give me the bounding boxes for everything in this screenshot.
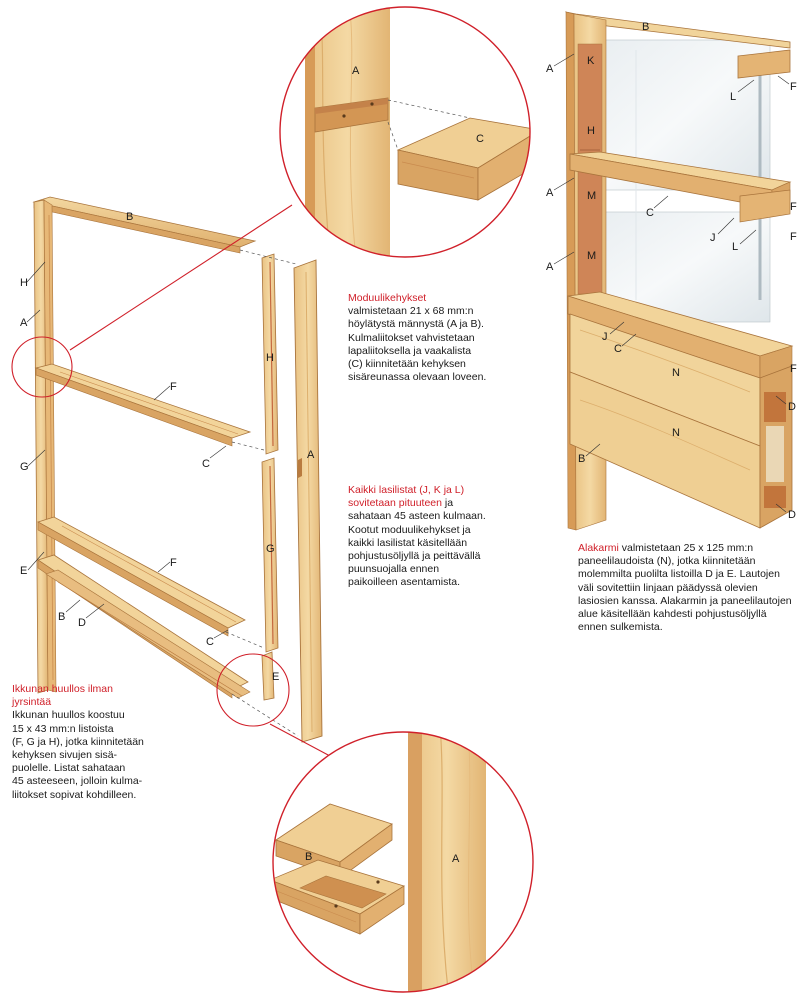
label-A-upper: A <box>546 63 554 75</box>
caption-lining-line: kehyksen sivujen sisä- <box>12 749 118 762</box>
magnifier-connectors <box>11 204 331 757</box>
detail-top-joint: A C <box>279 6 531 258</box>
detail-ring-lower <box>216 653 290 727</box>
caption-module-line: Kulmaliitokset vahvistetaan <box>348 331 475 344</box>
label-A-exploded: A <box>307 449 315 461</box>
label-L-lower: L <box>732 241 738 253</box>
label-A-lower: A <box>546 261 554 273</box>
label-D-upper: D <box>788 401 796 413</box>
label-H-main: H <box>20 277 28 289</box>
caption-glazing-heading: sovitetaan pituuteen <box>348 497 442 510</box>
caption-lining-heading: jyrsintää <box>12 696 52 709</box>
caption-lining-line: (F, G ja H), jotka kiinnitetään <box>12 735 144 748</box>
label-D-main: D <box>78 617 86 629</box>
label-G-main: G <box>20 461 29 473</box>
caption-glazing-beads: Kaikki lasilistat (J, K ja L) sovitetaan… <box>348 484 486 590</box>
label-H-window: H <box>587 125 595 137</box>
label-B-head: B <box>642 21 649 33</box>
label-A-mid: A <box>546 187 554 199</box>
label-K: K <box>587 55 595 67</box>
label-B-detail-bottom: B <box>305 851 312 863</box>
caption-lining-line: liitokset sopivat kohdilleen. <box>12 788 137 801</box>
detail-ring-upper <box>11 336 73 398</box>
caption-sill-line: väli sovitettiin linjaan päädyssä olevie… <box>578 581 758 594</box>
window-labels: B A K L F H A M C F J F L A M J C <box>546 21 797 521</box>
caption-glazing-line: Kootut moduulikehykset ja <box>348 523 471 536</box>
assembled-window-section: B A K L F H A M C F J F L A M J C <box>546 11 797 531</box>
caption-module-line: sisäreunassa olevaan loveen. <box>348 371 487 384</box>
label-C-sill: C <box>614 343 622 355</box>
label-B-top: B <box>126 211 133 223</box>
caption-module-line: valmistetaan 21 x 68 mm:n <box>348 305 474 318</box>
module-frame-exploded: B H A F C G F E B D C H G E A <box>20 196 323 743</box>
label-F-mid-window: F <box>790 201 797 213</box>
label-F-upper-window: F <box>790 81 797 93</box>
caption-lining-heading: Ikkunan huullos ilman <box>12 683 113 695</box>
caption-sill-line: lasiosien kanssa. Alakarmin ja paneelila… <box>578 594 792 607</box>
label-N-lower: N <box>672 427 680 439</box>
caption-window-lining: Ikkunan huullos ilman jyrsintää Ikkunan … <box>12 683 144 802</box>
label-J-mid: J <box>710 232 716 244</box>
label-A-main: A <box>20 317 28 329</box>
label-F-upper: F <box>170 381 177 393</box>
label-C-detail-top: C <box>476 133 484 145</box>
caption-module-frames: Moduulikehykset valmistetaan 21 x 68 mm:… <box>348 292 486 384</box>
label-M-lower: M <box>587 250 596 262</box>
label-M-upper: M <box>587 190 596 202</box>
label-C-mid: C <box>202 458 210 470</box>
label-F-lower: F <box>170 557 177 569</box>
caption-sill-line: alue käsitellään kahdesti pohjustusöljyl… <box>578 608 767 621</box>
caption-module-line: höylätystä männystä (A ja B). <box>348 318 484 331</box>
label-G-exploded: G <box>266 543 275 555</box>
caption-glazing-line: pohjustusöljyllä ja peittävällä <box>348 550 481 563</box>
caption-glazing-line: puunsuojalla ennen <box>348 563 440 576</box>
label-E-exploded: E <box>272 671 279 683</box>
label-F-low-window: F <box>790 231 797 243</box>
caption-glazing-line: paikoilleen asentamista. <box>348 576 461 589</box>
main-frame-labels: B H A F C G F E B D C H G E A <box>20 211 315 683</box>
caption-module-heading: Moduulikehykset <box>348 292 427 304</box>
label-D-lower: D <box>788 509 796 521</box>
caption-module-line: lapaliitoksella ja vaakalista <box>348 344 472 357</box>
caption-glazing-line: sahataan 45 asteen kulmaan. <box>348 510 486 523</box>
detail-bottom-joint: B A <box>272 731 534 993</box>
label-L-upper: L <box>730 91 736 103</box>
caption-sill-line: paneelilaudoista (N), jotka kiinnitetään <box>578 555 756 568</box>
label-J-sill: J <box>602 331 608 343</box>
caption-sill-heading: Alakarmi <box>578 542 619 554</box>
label-A-detail-top: A <box>352 65 360 77</box>
caption-lining-line: 45 asteeseen, jolloin kulma- <box>12 775 143 788</box>
label-C-lower: C <box>206 636 214 648</box>
label-B-sill: B <box>578 453 585 465</box>
caption-lining-line: 15 x 43 mm:n listoista <box>12 722 114 735</box>
caption-lining-line: puolelle. Listat sahataan <box>12 762 126 775</box>
caption-glazing-tail: ja <box>442 497 454 510</box>
caption-sill: Alakarmi valmistetaan 25 x 125 mm:n pane… <box>578 542 792 634</box>
label-H-exploded: H <box>266 352 274 364</box>
caption-glazing-line: kaikki lasilistat käsitellään <box>348 536 468 549</box>
label-E-main: E <box>20 565 27 577</box>
label-A-detail-bottom: A <box>452 853 460 865</box>
label-N-upper: N <box>672 367 680 379</box>
caption-glazing-heading: Kaikki lasilistat (J, K ja L) <box>348 484 465 496</box>
caption-sill-line: ennen sulkemista. <box>578 621 663 634</box>
caption-module-line: (C) kiinnitetään kehyksen <box>348 358 466 371</box>
caption-lining-line: Ikkunan huullos koostuu <box>12 709 125 722</box>
caption-sill-first: valmistetaan 25 x 125 mm:n <box>618 542 754 554</box>
label-C-window-mid: C <box>646 207 654 219</box>
caption-sill-line: molemmilta puolilta listoilla D ja E. La… <box>578 568 780 581</box>
label-B-bottom: B <box>58 611 65 623</box>
label-F-sill: F <box>790 363 797 375</box>
